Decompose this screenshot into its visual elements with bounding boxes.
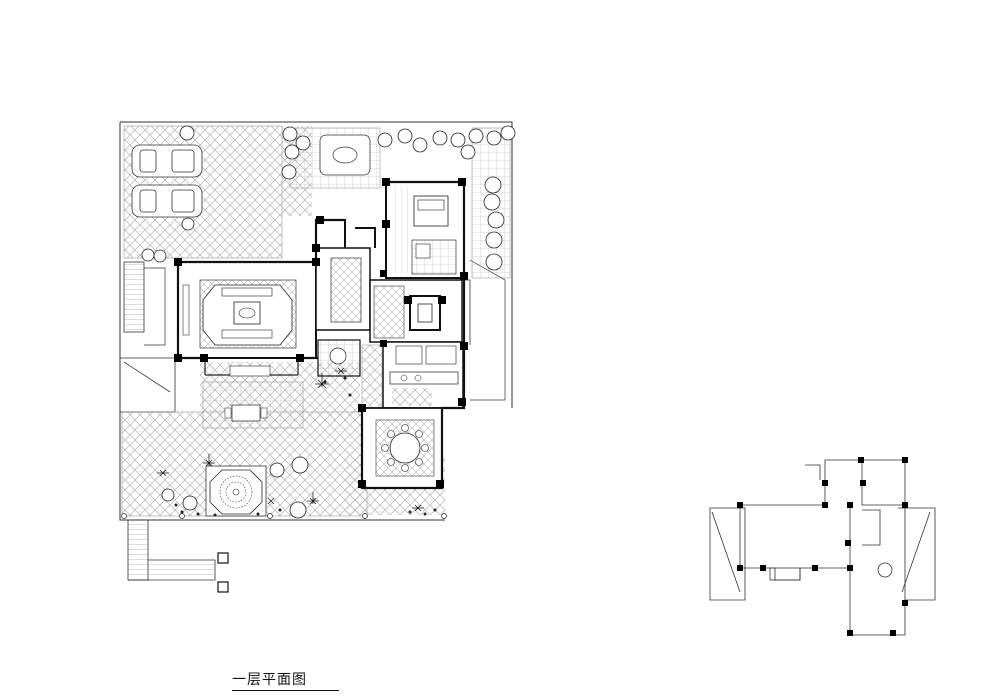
kitchen (382, 341, 464, 409)
planting-dots (174, 376, 437, 517)
inner-courtyard (317, 339, 361, 377)
tree-canopy-symbol (141, 125, 516, 519)
plan-title: 一层平面图 (232, 669, 339, 691)
car-outline-symbol (131, 144, 203, 218)
edge-bollards (121, 513, 447, 519)
central-hall (315, 219, 376, 331)
shrub-symbols (157, 367, 424, 512)
structural-columns (174, 178, 468, 488)
garden-fountain (205, 465, 267, 517)
entrance-stair (127, 519, 229, 593)
drawing-title-block: 一层平面图 (232, 669, 339, 691)
bedroom (385, 181, 465, 279)
rear-garden-paving (289, 127, 511, 279)
site-boundary (119, 121, 513, 521)
side-stair-left (123, 261, 166, 346)
dining-room (361, 407, 443, 489)
front-patio (202, 360, 304, 429)
entry-foyer (369, 279, 463, 343)
